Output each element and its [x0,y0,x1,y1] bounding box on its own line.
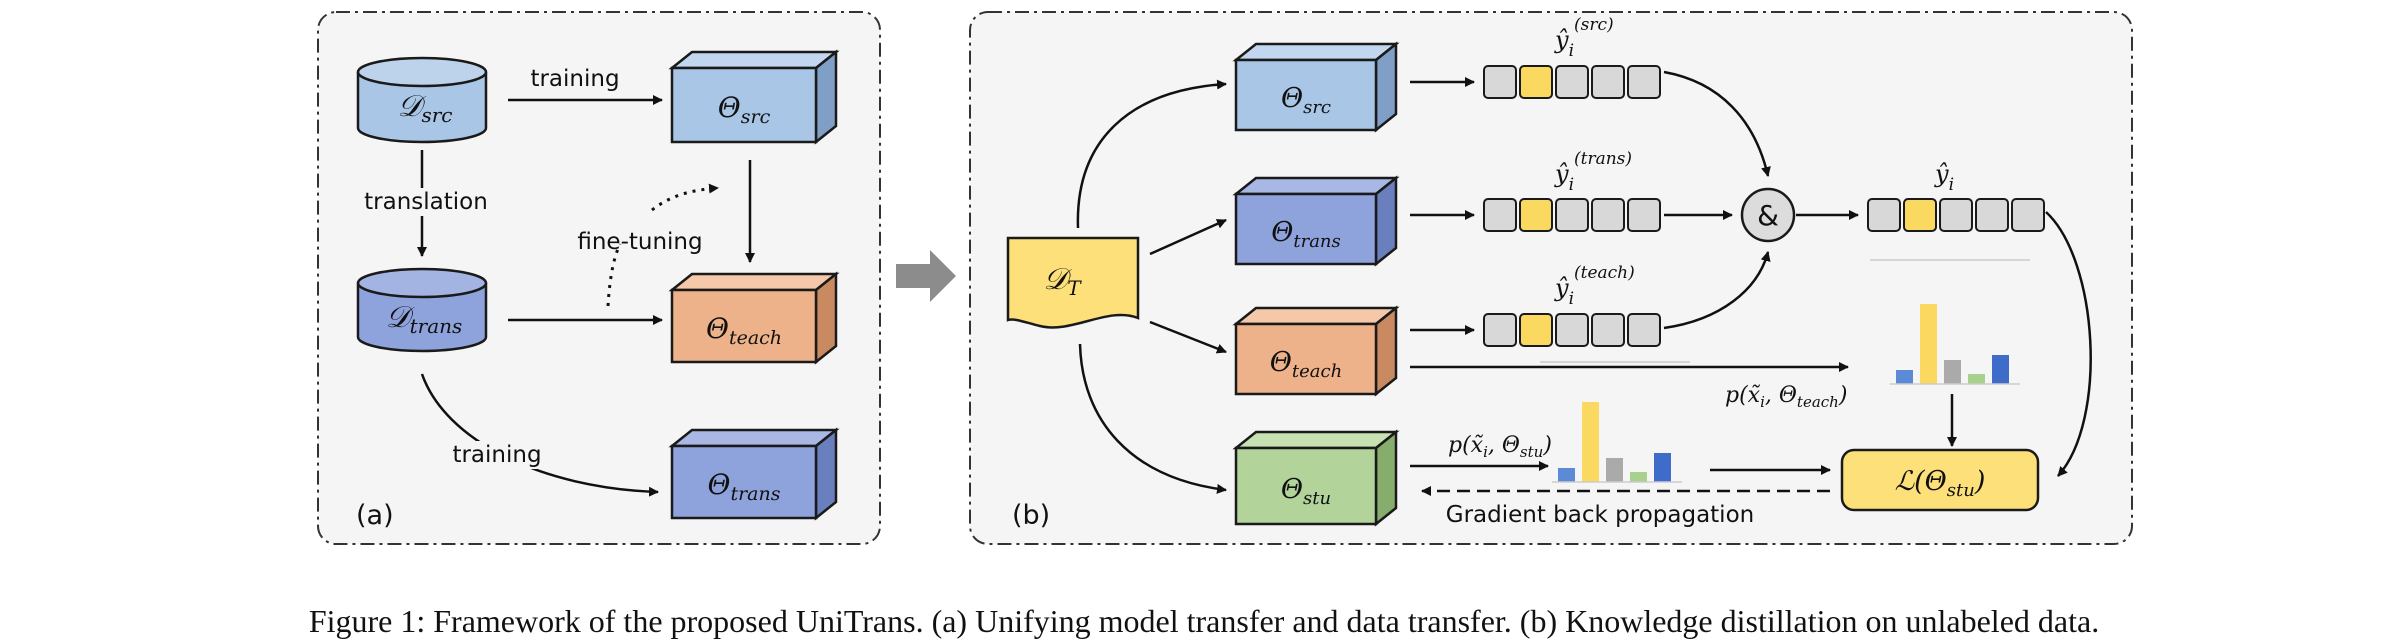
distribution-bar [1944,360,1961,384]
arrow-dt-to-trans [1149,218,1227,256]
prediction-cell [2011,198,2045,232]
panel-b: (b) 𝒟T Θsrc Θtrans Θteach [969,11,2133,545]
svg-text:𝒟trans: 𝒟trans [386,300,463,338]
arrow-src-to-combine [1663,70,1771,177]
training-bottom-label-bg [448,441,548,469]
svg-text:Θstu: Θstu [1281,474,1331,509]
b-theta-teach-model: Θteach [1232,305,1400,397]
prediction-cell [1519,198,1553,232]
figure-caption: Figure 1: Framework of the proposed UniT… [309,603,2099,639]
distribution-bar [1920,304,1937,384]
arrow-teach-to-combine [1663,251,1771,330]
combine-node [1740,187,1796,243]
prediction-cell [1867,198,1901,232]
d-trans-database: 𝒟trans [356,267,488,353]
theta-trans-model: Θtrans [668,427,840,521]
prediction-cell [1627,65,1661,99]
student-distribution [1552,402,1682,483]
d-t-document: 𝒟T [1006,236,1140,329]
edge-label-training-top: training [530,66,619,92]
prediction-cell [1555,313,1589,347]
distribution-bar [1968,374,1985,384]
y-teach-label: ŷi(teach) [1554,263,1635,309]
pred-strip-final [1867,198,2045,232]
translation-label-bg [362,188,486,216]
theta-teach-model: Θteach [668,271,840,365]
prediction-cell [1975,198,2009,232]
prediction-cell [1555,65,1589,99]
prediction-cell [1591,65,1625,99]
p-teach-label: p(x̃i, Θteach) [1725,383,1847,411]
arrow-dt-to-teach [1149,320,1227,354]
arrow-dt-to-stu [1078,343,1227,494]
prediction-cell [1519,313,1553,347]
loss-box: ℒ(Θstu) [1840,448,2040,512]
b-theta-trans-model: Θtrans [1232,175,1400,267]
prediction-cell [1591,313,1625,347]
pred-strip-trans [1483,198,1661,232]
svg-text:Θsrc: Θsrc [1281,83,1331,118]
transition-arrow [896,250,956,302]
y-trans-label: ŷi(trans) [1554,149,1632,195]
prediction-cell [1483,65,1517,99]
svg-text:Θtrans: Θtrans [707,468,780,505]
b-theta-stu-model: Θstu [1232,429,1400,527]
panel-b-frame [969,11,2133,545]
prediction-cell [1627,198,1661,232]
arrow-dt-to-src [1076,79,1227,229]
panel-a-frame [317,11,881,545]
prediction-cell [1939,198,1973,232]
svg-text:Θtrans: Θtrans [1271,217,1341,252]
prediction-cell [1627,313,1661,347]
prediction-cell [1903,198,1937,232]
edge-label-finetuning: fine-tuning [577,229,702,255]
prediction-cell [1591,198,1625,232]
svg-text:ℒ(Θstu): ℒ(Θstu) [1895,466,1986,501]
distribution-bar [1606,458,1623,482]
distribution-bar [1558,468,1575,482]
theta-src-model: Θsrc [668,49,840,145]
b-theta-src-model: Θsrc [1232,41,1400,133]
y-final-label: ŷi [1934,160,1954,195]
distribution-bar [1896,370,1913,384]
panel-a: (a) 𝒟src 𝒟trans Θsrc Θteach [317,11,881,545]
y-src-label: ŷi(src) [1554,15,1614,61]
pred-strip-teach [1483,313,1661,347]
edge-label-training-bottom: training [452,442,541,468]
edge-label-translation: translation [364,189,488,215]
prediction-cell [1519,65,1553,99]
finetune-dotted-upper [651,183,719,212]
prediction-cell [1555,198,1589,232]
d-src-database: 𝒟src [356,56,488,144]
svg-text:Θteach: Θteach [1270,347,1342,382]
distribution-bar [1992,355,2009,384]
prediction-cell [1483,313,1517,347]
svg-text:Θteach: Θteach [706,312,782,349]
arrow-final-to-loss [2045,211,2092,477]
prediction-cell [1483,198,1517,232]
distribution-bar [1630,472,1647,482]
gradient-label: Gradient back propagation [1446,502,1754,528]
pred-strip-src [1483,65,1661,99]
p-stu-label: p(x̃i, Θstu) [1448,433,1552,461]
panel-a-label: (a) [356,500,394,531]
svg-text:Θsrc: Θsrc [718,91,771,128]
distribution-bar [1654,453,1671,482]
teacher-distribution [1890,304,2020,385]
combine-symbol: & [1757,199,1779,232]
panel-b-label: (b) [1012,500,1050,531]
distribution-bar [1582,402,1599,482]
